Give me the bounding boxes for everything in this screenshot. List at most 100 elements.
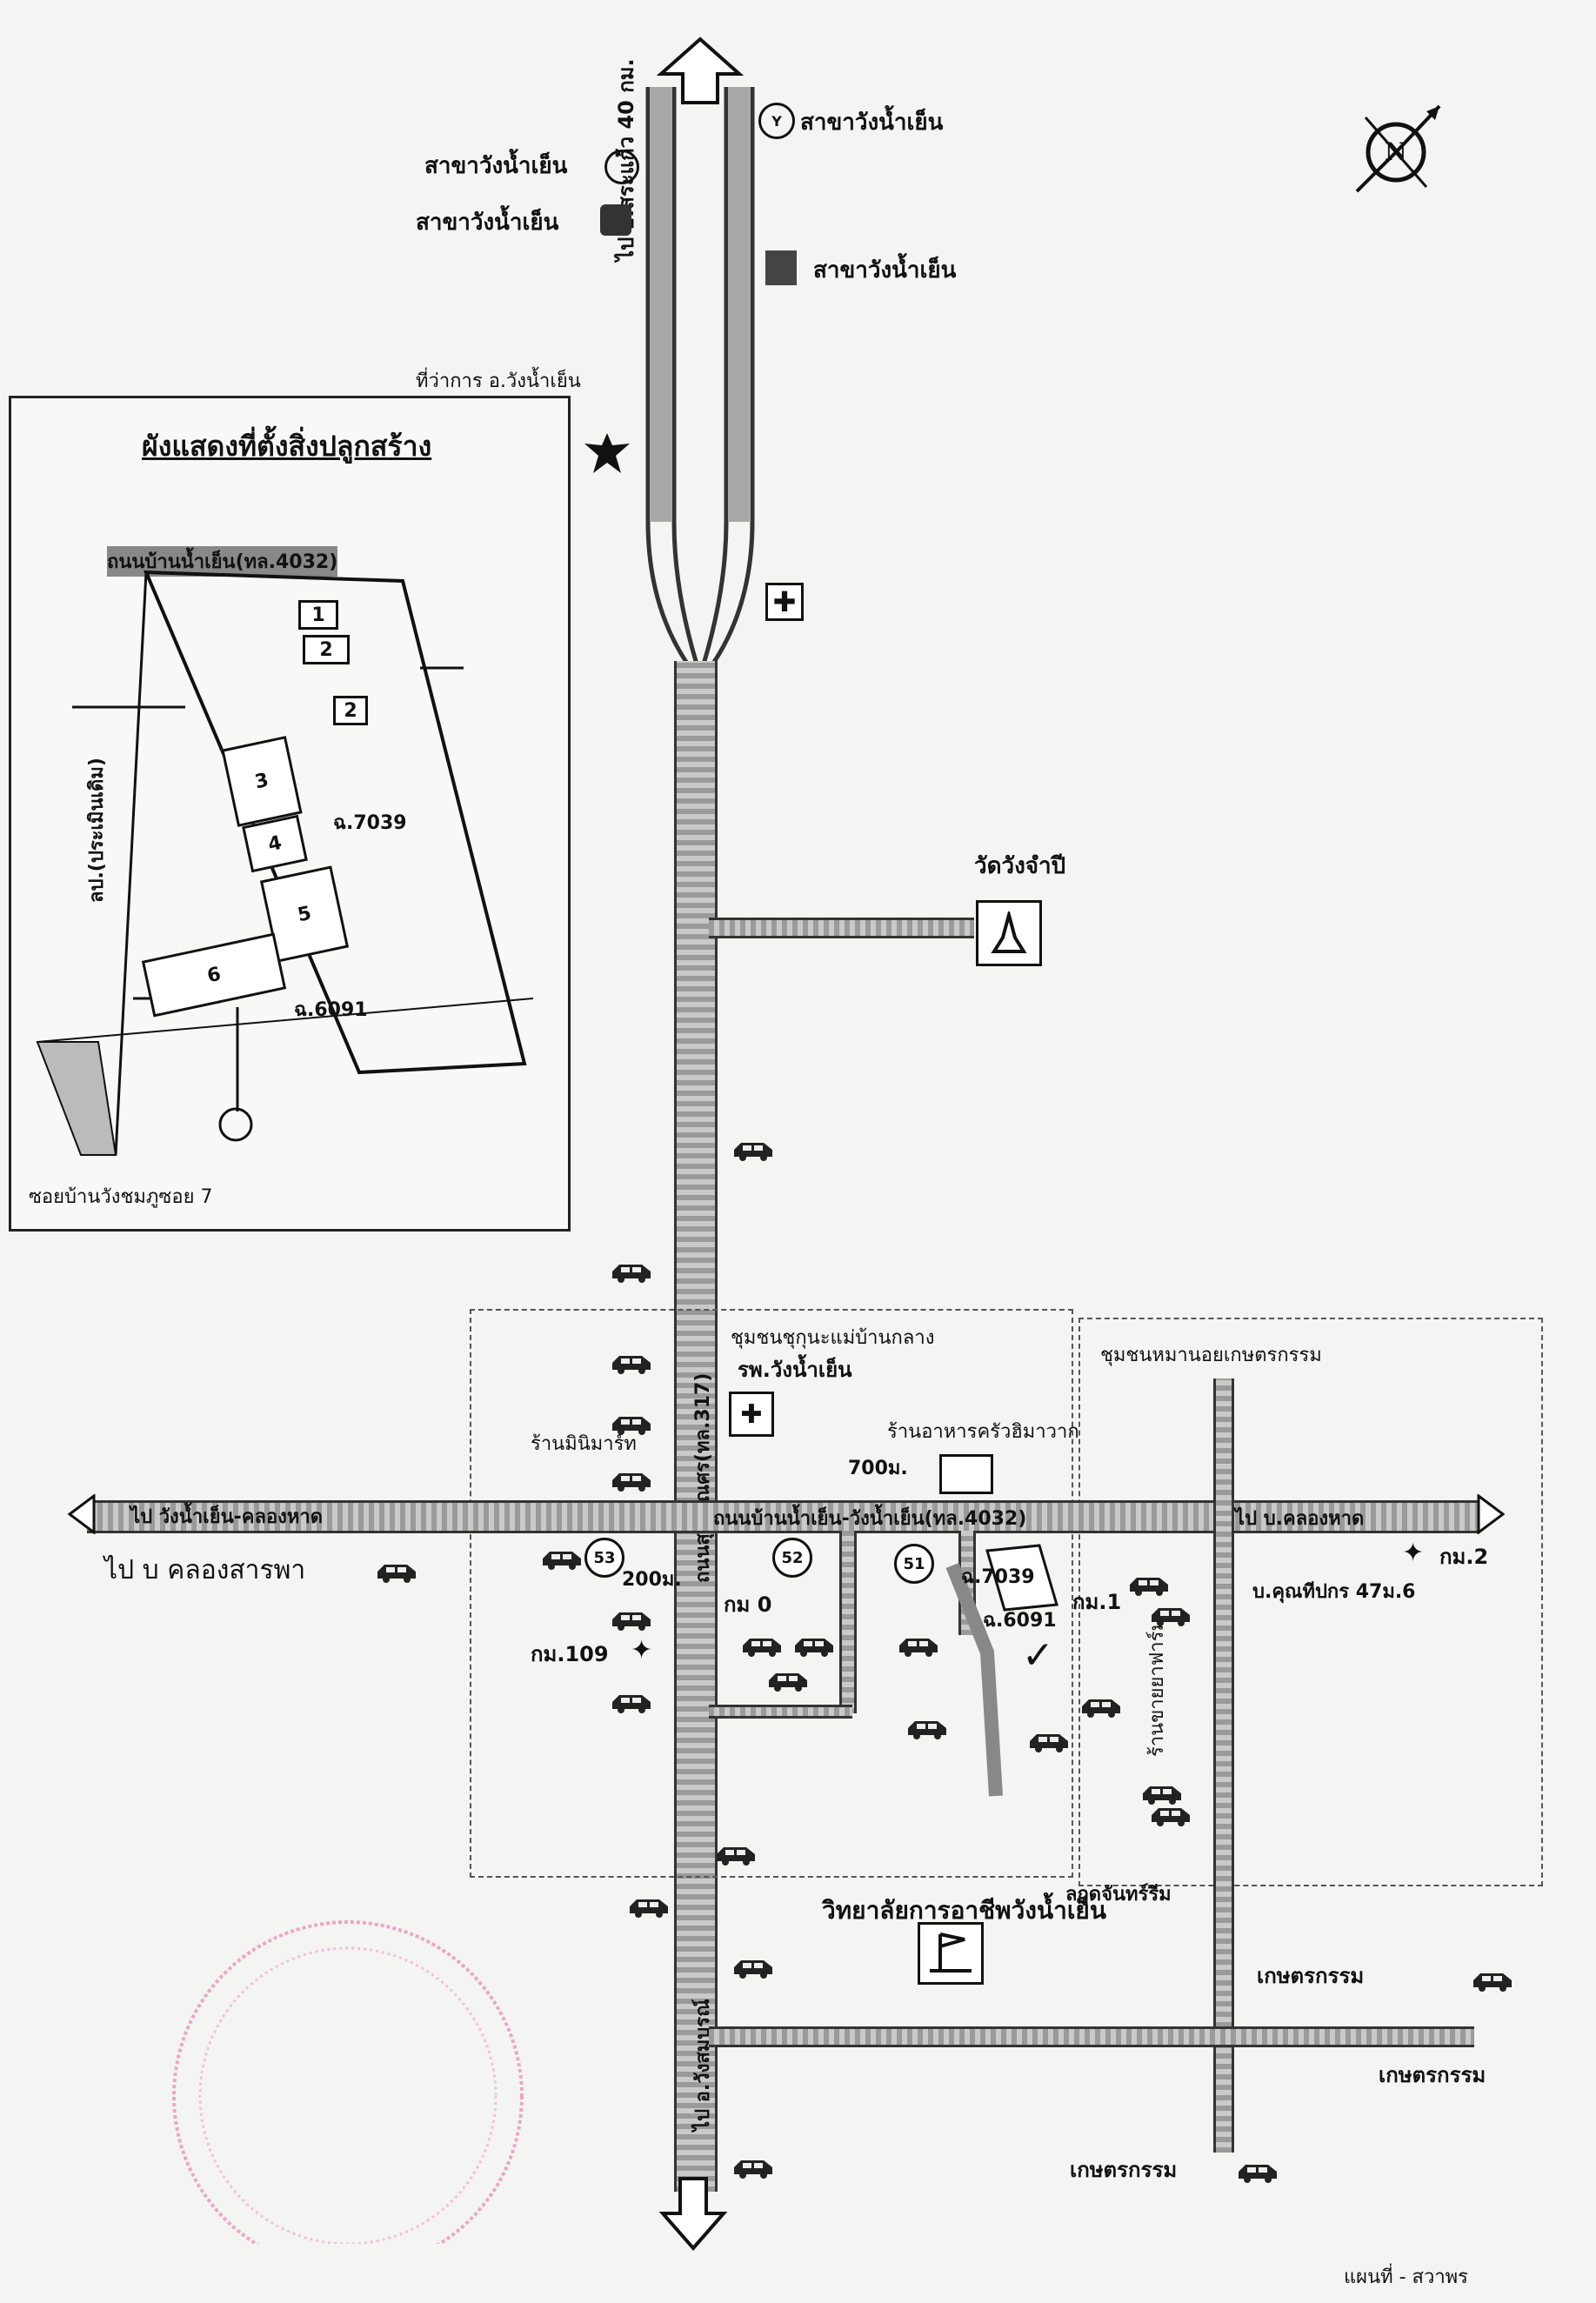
km-109-label: กม.109 <box>531 1642 609 1666</box>
shop-left-label: ร้านมินิมาร์ท <box>531 1433 637 1455</box>
bank-icon-2 <box>604 150 639 184</box>
road-lane-right <box>1213 1378 1234 2153</box>
college-icon <box>918 1922 984 1985</box>
inset-panel: ผังแสดงที่ตั้งสิ่งปลูกสร้าง ถนนบ้านน้ำเย… <box>9 396 571 1232</box>
km-109-marker-icon: ✦ <box>631 1635 653 1666</box>
highway-top-arrow <box>656 35 745 104</box>
road-h-left-label: ไป วังน้ำเย็น-คลองหาด <box>130 1506 324 1528</box>
temple-icon <box>976 900 1042 966</box>
car-icon <box>731 2157 776 2180</box>
inset-building-1: 1 <box>298 600 338 630</box>
branch-label-3: สาขาวังน้ำเย็น <box>416 210 559 236</box>
branch-label-2: สาขาวังน้ำเย็น <box>424 153 568 179</box>
highway-317-lower <box>674 661 718 2192</box>
highway-bottom-label: ไป อ.วังสมบูรณ์ <box>692 1999 714 2131</box>
pharm-label: ร้านขายยาฟาร์ม <box>1146 1619 1168 1757</box>
km-2-marker-icon: ✦ <box>1402 1538 1425 1568</box>
road-4032 <box>87 1500 1479 1533</box>
car-icon <box>1126 1574 1172 1597</box>
shop-right-label: ร้านอาหารครัวฮิมาวาก <box>887 1421 1079 1443</box>
highway-bottom-arrow <box>658 2174 728 2253</box>
footer-signature: แผนที่ - สวาพร <box>1344 2266 1468 2288</box>
car-icon <box>539 1548 584 1571</box>
distance-200: 200ม. <box>622 1569 682 1591</box>
km-0-label: กม 0 <box>724 1592 772 1617</box>
road-soi-52-h <box>709 1705 852 1719</box>
bank-icon-1: Y <box>758 103 795 139</box>
inset-deed-7039: ฉ.7039 <box>333 812 407 834</box>
car-icon <box>905 1718 950 1740</box>
branch-label-1: สาขาวังน้ำเย็น <box>800 110 944 136</box>
car-icon <box>374 1561 419 1584</box>
agri-label-3: เกษตรกรรม <box>1070 2158 1178 2182</box>
car-icon <box>609 1413 654 1436</box>
car-icon <box>1148 1605 1193 1627</box>
bank-icon-4 <box>765 250 797 285</box>
car-icon <box>609 1692 654 1714</box>
branch-label-4: สาขาวังน้ำเย็น <box>813 257 957 284</box>
diag-road <box>944 1557 1013 1800</box>
market-label: ลกูดจันทร์รีม <box>1065 1884 1172 1906</box>
car-icon <box>791 1635 837 1658</box>
hospital-icon: ✚ <box>729 1392 774 1437</box>
north-label: N <box>1385 137 1407 166</box>
car-icon <box>1078 1696 1124 1719</box>
road-college <box>709 2026 1474 2047</box>
subject-plot <box>978 1544 1065 1613</box>
road-soi-52 <box>839 1531 857 1713</box>
temple-label: วัดวังจำปี <box>974 853 1066 879</box>
car-icon <box>1148 1805 1193 1827</box>
map-deed-6091: ฉ.6091 <box>983 1610 1057 1632</box>
inset-title: ผังแสดงที่ตั้งสิ่งปลูกสร้าง <box>142 430 432 463</box>
inset-lane-label: ซอยบ้านวังชมภูซอย 7 <box>29 1186 213 1208</box>
district-office-label: ที่ว่าการ อ.วังน้ำเย็น <box>416 370 581 392</box>
agri-label-2: เกษตรกรรม <box>1379 2063 1486 2087</box>
km-1-label: กม.1 <box>1072 1590 1122 1614</box>
car-icon <box>1139 1783 1185 1806</box>
distance-700: 700ม. <box>848 1458 908 1479</box>
car-icon <box>1026 1731 1072 1753</box>
agri-label-1: เกษตรกรรม <box>1257 1964 1365 1988</box>
college-label: วิทยาลัยการอาชีพวังน้ำเย็น <box>822 1896 1106 1925</box>
car-icon <box>609 1352 654 1375</box>
hospital-label: รพ.วังน้ำเย็น <box>738 1358 852 1382</box>
car-icon <box>1235 2161 1280 2184</box>
car-icon <box>731 1139 776 1162</box>
road-h-mid-label: ถนนบ้านน้ำเย็น-วังน้ำเย็น(ทล.4032) <box>713 1508 1027 1530</box>
road-h-right-label: ไป บ.คลองหาด <box>1235 1508 1365 1530</box>
car-icon <box>1470 1970 1515 1993</box>
route-badge-52: 52 <box>772 1538 812 1578</box>
north-arrow: N <box>1339 96 1452 209</box>
map-deed-7039: ฉ.7039 <box>961 1566 1035 1588</box>
road-left-arrow <box>67 1493 103 1535</box>
garuda-icon <box>581 426 633 478</box>
car-icon <box>731 1957 776 1979</box>
car-icon <box>739 1635 785 1658</box>
car-icon <box>896 1635 941 1658</box>
car-icon <box>609 1470 654 1492</box>
car-icon <box>713 1844 758 1866</box>
car-icon <box>765 1670 811 1692</box>
zone-community-2 <box>1078 1318 1543 1886</box>
zone-2-label: ชุมชนหมานอยเกษตรกรรม <box>1100 1345 1322 1366</box>
bank-icon-3 <box>600 204 631 236</box>
temple-road <box>709 918 974 938</box>
route-badge-53: 53 <box>584 1538 624 1578</box>
inset-building-2: 2 <box>303 635 350 664</box>
zone-community-1 <box>470 1309 1073 1878</box>
car-icon <box>609 1261 654 1284</box>
car-icon <box>626 1896 671 1919</box>
inset-deed-6091: ฉ.6091 <box>294 999 368 1021</box>
zone-1-label: ชุมชนชุกุนะแม่บ้านกลาง <box>731 1327 935 1349</box>
hospital-icon-top: ✚ <box>765 583 804 621</box>
check-mark-icon: ✓ <box>1022 1633 1054 1678</box>
route-badge-51: 51 <box>894 1544 934 1584</box>
car-icon <box>609 1609 654 1632</box>
official-stamp <box>87 1879 574 2272</box>
village-label: บ.คุณทีปกร 47ม.6 <box>1252 1581 1416 1603</box>
to-klong-label: ไป บ คลองสารพา <box>104 1555 306 1585</box>
inset-building-2b: 2 <box>333 696 368 725</box>
shop-box <box>939 1454 993 1494</box>
highway-317-top <box>639 70 761 678</box>
road-right-arrow <box>1470 1493 1506 1535</box>
